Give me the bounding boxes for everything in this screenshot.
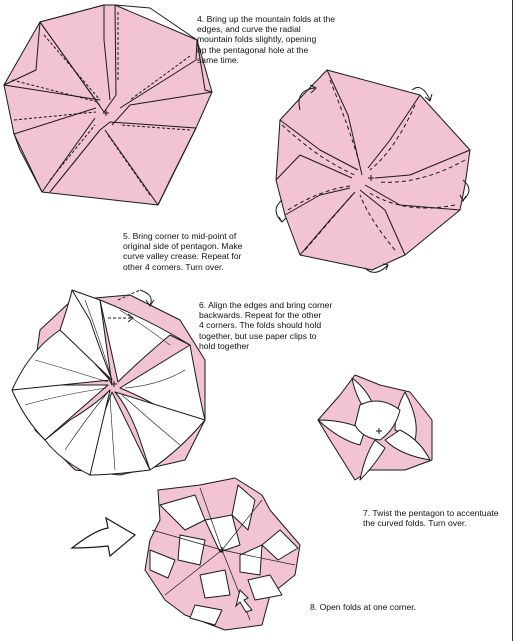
step-4-instruction: 4. Bring up the mountain folds at the ed…	[197, 14, 336, 65]
step-8-instruction: 8. Open folds at one corner.	[310, 602, 417, 612]
open-arrow-icon	[235, 589, 253, 613]
center-cross-icon	[103, 110, 109, 116]
figure-step-5	[275, 69, 471, 271]
center-cross-icon	[368, 175, 374, 181]
step-5-instruction: 5. Bring corner to mid-point of original…	[123, 231, 243, 272]
figure-step-4	[3, 4, 213, 206]
figure-step-8	[144, 477, 301, 631]
fold-arrow-icon	[275, 84, 470, 273]
center-cross-icon	[111, 381, 117, 387]
step-6-instruction: 6. Align the edges and bring corner back…	[199, 300, 333, 351]
fold-arrow-icon	[108, 289, 155, 323]
center-cross-icon	[219, 547, 225, 553]
step-7-instruction: 7. Twist the pentagon to accentuate the …	[363, 508, 499, 529]
figure-step-6	[11, 289, 206, 476]
figure-step-7	[317, 374, 433, 481]
turn-over-arrow-icon	[70, 516, 137, 558]
center-cross-icon	[376, 428, 382, 434]
